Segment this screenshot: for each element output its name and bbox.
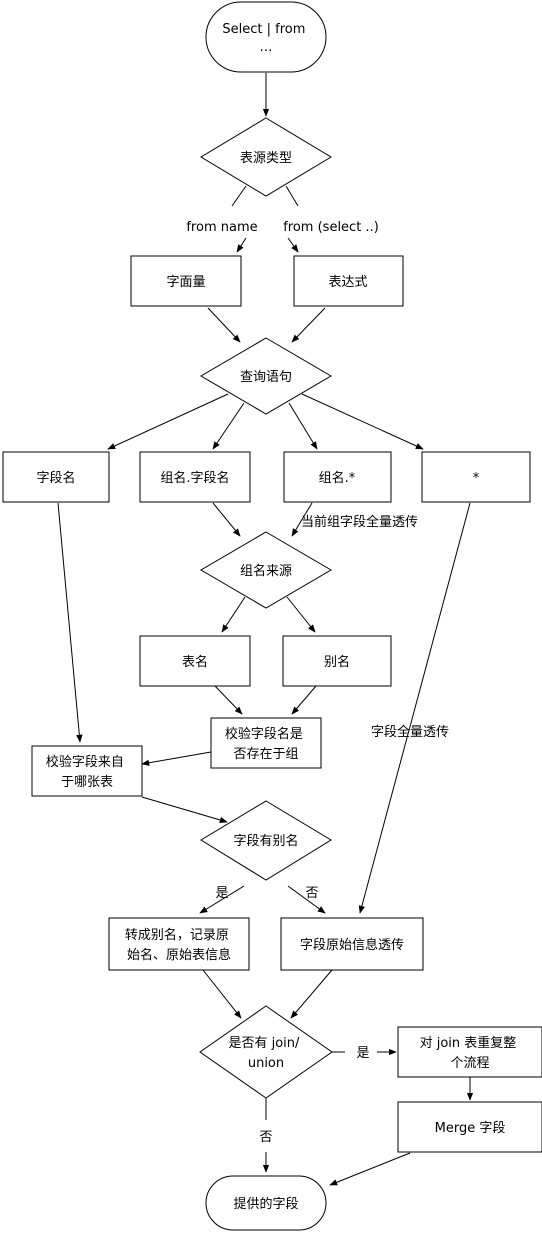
edge-field-name-to-check-table — [57, 502, 83, 743]
node-start-shape — [205, 1, 327, 73]
node-alias-name-label: 别名 — [324, 654, 350, 670]
edge-label-group-passthrough: 当前组字段全量透传 — [301, 514, 418, 530]
edge-group-field-to-group-source — [212, 502, 241, 537]
node-source-type-shape — [200, 117, 332, 197]
node-source-type-label: 表源类型 — [240, 151, 292, 166]
node-field-name-label: 字段名 — [36, 470, 75, 486]
edge-query-to-group-field — [212, 402, 245, 450]
node-labels: Select | from … 表源类型 字面量 表达式 查询语句 字段名 组名… — [36, 22, 521, 1212]
edge-star-to-pass-original — [358, 502, 471, 914]
node-expression-shape — [293, 255, 404, 307]
node-literal-shape — [130, 255, 242, 307]
edge-source-type-to-expression-b — [287, 237, 299, 253]
node-group-star-shape — [283, 451, 392, 503]
node-query-shape — [200, 337, 332, 415]
edge-label-from-name: from name — [186, 220, 257, 235]
edge-has-alias-to-to-alias — [199, 885, 245, 914]
edge-check-group-to-check-table — [141, 751, 212, 766]
edge-label-from-select: from (select ..) — [283, 220, 379, 235]
edge-group-source-to-alias-name — [286, 596, 316, 633]
edge-check-table-to-has-alias — [141, 796, 228, 824]
node-has-join-label: 是否有 join/ union — [228, 1036, 303, 1071]
edge-table-name-to-check-group — [214, 685, 243, 715]
node-merge-label: Merge 字段 — [435, 1121, 506, 1136]
node-has-alias-label: 字段有别名 — [233, 833, 298, 849]
edge-label-alias-no: 否 — [305, 886, 318, 901]
edge-label-join-no: 否 — [259, 1130, 272, 1145]
node-check-group-label: 校验字段名是 否存在于组 — [225, 726, 307, 762]
edge-query-to-group-star — [288, 402, 318, 450]
node-table-name-shape — [139, 635, 251, 687]
node-query-label: 查询语句 — [240, 370, 292, 385]
node-group-field-label: 组名.字段名 — [160, 470, 229, 486]
node-star-label: * — [473, 471, 480, 486]
node-group-source-shape — [200, 531, 332, 609]
node-literal-label: 字面量 — [166, 275, 205, 290]
edge-to-alias-to-has-join — [202, 969, 242, 1019]
edge-label-alias-yes: 是 — [215, 886, 228, 901]
node-merge-shape — [397, 1101, 542, 1153]
edge-group-star-to-group-source — [291, 502, 313, 537]
node-repeat-join-shape — [397, 1026, 542, 1078]
node-check-table-label: 校验字段来自 于哪张表 — [46, 754, 128, 790]
edge-query-to-star — [301, 393, 424, 450]
edge-merge-to-provided — [329, 1152, 411, 1186]
edge-alias-name-to-check-group — [291, 685, 317, 715]
node-pass-original-shape — [280, 917, 424, 971]
edge-query-to-field-name — [107, 393, 229, 450]
edge-expression-to-query — [291, 307, 326, 343]
node-pass-original-label: 字段原始信息透传 — [300, 937, 404, 953]
edge-literal-to-query — [207, 307, 241, 343]
edge-label-join-yes: 是 — [356, 1046, 369, 1061]
edges — [57, 73, 474, 1186]
node-check-group-shape — [210, 717, 322, 769]
edge-labels: from name from (select ..) 当前组字段全量透传 字段全… — [186, 220, 449, 1145]
node-group-star-label: 组名.* — [319, 470, 356, 486]
edge-has-alias-to-pass-original — [287, 885, 326, 914]
node-repeat-join-label: 对 join 表重复整 个流程 — [420, 1035, 521, 1071]
edge-group-source-to-table-name — [221, 596, 246, 633]
edge-label-field-passthrough: 字段全量透传 — [371, 724, 449, 740]
node-star-shape — [421, 451, 531, 503]
edge-pass-original-to-has-join — [290, 969, 333, 1019]
edge-source-type-to-literal-b — [236, 237, 247, 253]
node-group-source-label: 组名来源 — [240, 563, 292, 579]
node-to-alias-label: 转成别名，记录原 始名、原始表信息 — [125, 927, 233, 963]
node-provided-shape — [205, 1175, 327, 1231]
node-group-field-shape — [139, 451, 251, 503]
node-alias-name-shape — [282, 635, 392, 687]
node-start-label: Select | from … — [222, 22, 309, 55]
node-check-table-shape — [31, 745, 143, 797]
edge-source-type-to-expression — [285, 185, 299, 207]
node-has-alias-shape — [200, 800, 332, 881]
node-provided-label: 提供的字段 — [233, 1196, 298, 1212]
node-expression-label: 表达式 — [328, 275, 367, 290]
node-table-name-label: 表名 — [182, 654, 208, 670]
node-field-name-shape — [2, 451, 110, 503]
node-has-join-shape — [199, 1005, 333, 1099]
node-to-alias-shape — [108, 917, 250, 971]
edge-source-type-to-literal — [231, 185, 247, 207]
